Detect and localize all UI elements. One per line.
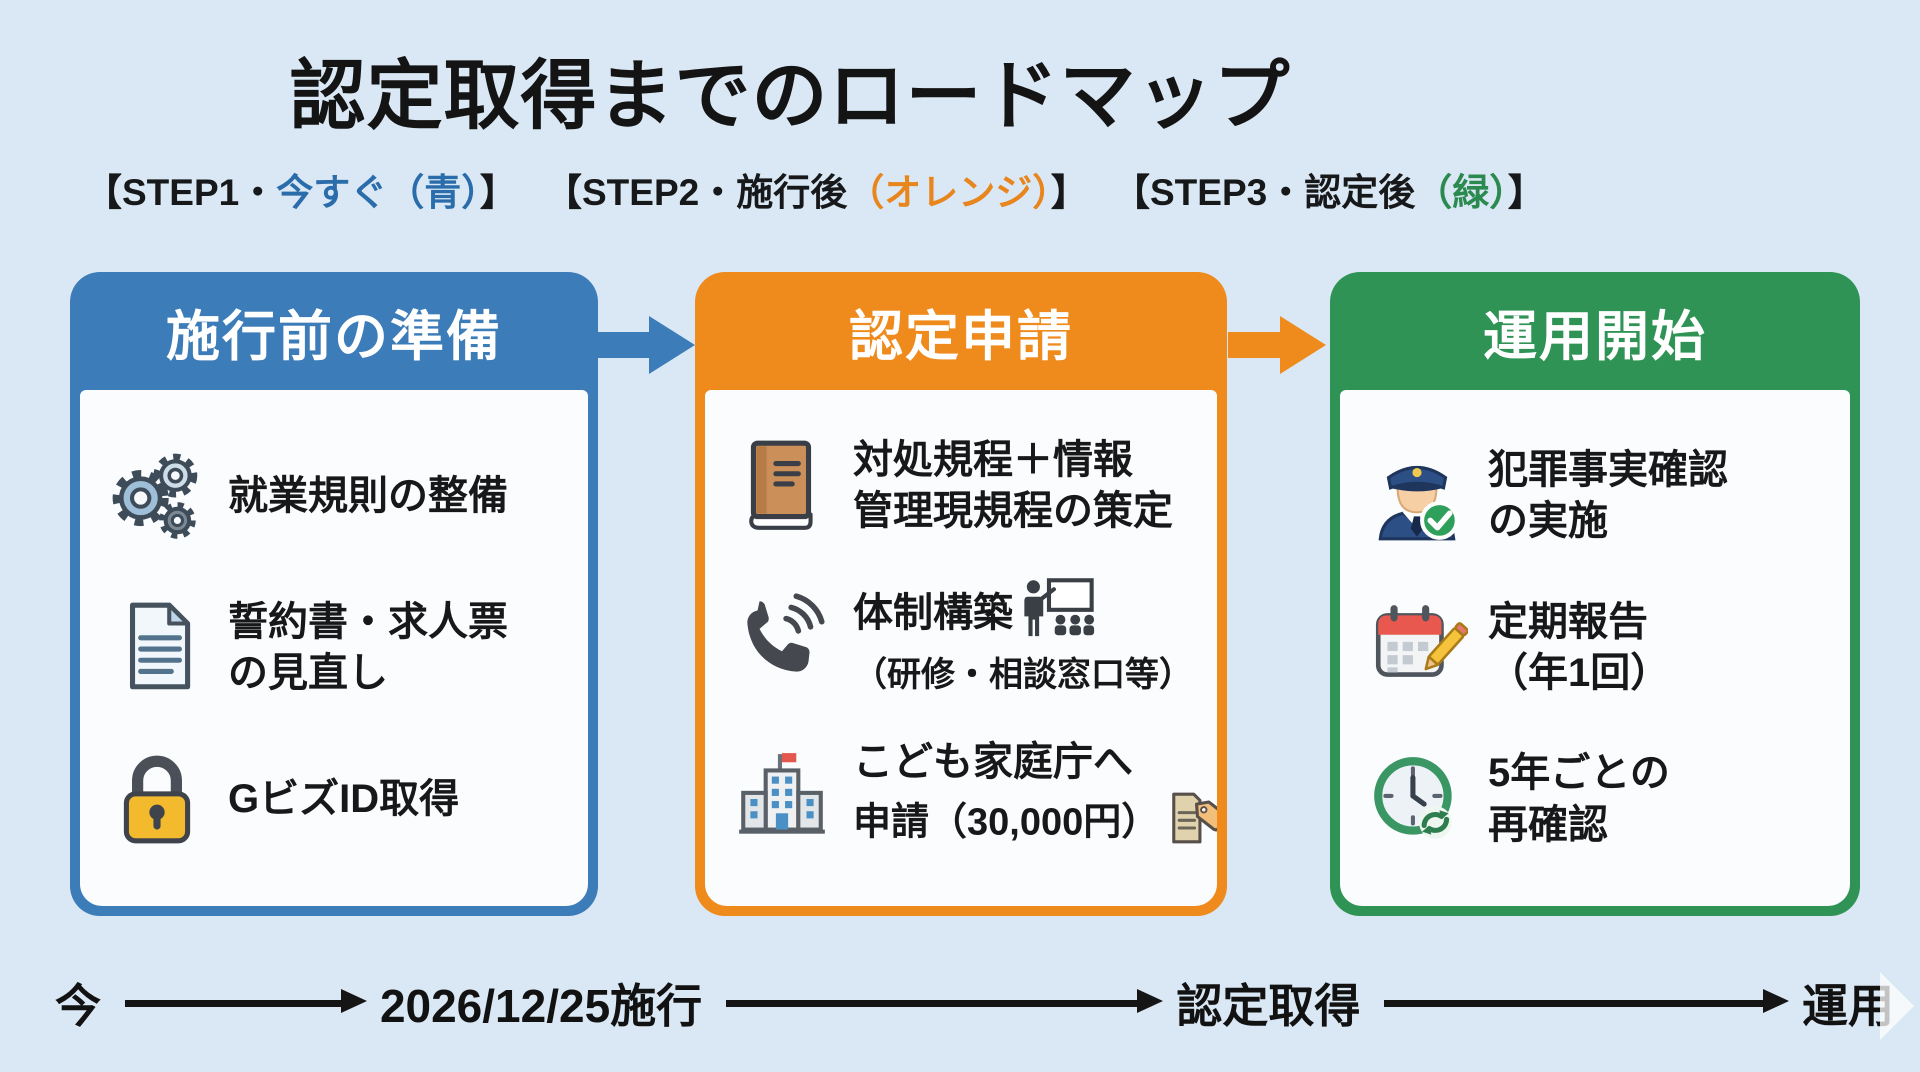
step1-body: 就業規則の整備 誓約書・求人票 の見直し <box>80 390 588 906</box>
item-label: の実施 <box>1488 499 1608 544</box>
item-label: 5年ごとの <box>1488 751 1670 796</box>
step1-label-suffix: 】 <box>479 172 517 213</box>
step2-label: 【STEP2・施行後（オレンジ）】 <box>545 162 1088 216</box>
list-item: 定期報告 （年1回） <box>1364 597 1838 699</box>
step2-body: 対処規程＋情報 管理現規程の策定 体制構築 <box>705 390 1217 906</box>
timeline-point: 認定取得 <box>1176 980 1361 1032</box>
item-label: 体制構築 <box>853 591 1013 636</box>
building-icon <box>729 748 835 850</box>
item-label: 対処規程＋情報 <box>853 438 1133 483</box>
lock-icon <box>104 749 210 851</box>
step2-label-prefix: 【STEP2・施行後 <box>545 172 848 213</box>
arrow-right-icon <box>597 316 695 374</box>
item-label: 再確認 <box>1488 802 1608 847</box>
step1-label-prefix: 【STEP1・ <box>85 172 277 213</box>
item-label: の見直し <box>228 651 388 695</box>
list-item: 対処規程＋情報 管理現規程の策定 <box>729 435 1205 537</box>
documents-tag-icon <box>1167 788 1217 861</box>
document-icon <box>104 597 210 699</box>
arrow-right-icon <box>1384 988 1789 1013</box>
list-item: こども家庭庁へ 申請（30,000円） <box>729 737 1217 861</box>
calendar-pencil-icon <box>1364 597 1470 699</box>
item-label: （研修・相談窓口等） <box>853 656 1193 695</box>
police-officer-check-icon <box>1364 445 1470 547</box>
step2-box: 認定申請 対処規程＋情報 管理現規程の策定 <box>695 272 1227 916</box>
step1-box: 施行前の準備 就業規則の整備 <box>70 272 598 916</box>
step1-label: 【STEP1・今すぐ（青）】 <box>85 162 517 216</box>
arrow-right-icon <box>1228 316 1326 374</box>
step3-label-prefix: 【STEP3・認定後 <box>1113 172 1416 213</box>
step3-body: 犯罪事実確認 の実施 <box>1340 390 1850 906</box>
step3-label: 【STEP3・認定後（緑）】 <box>1113 162 1545 216</box>
step3-header: 運用開始 <box>1483 306 1707 367</box>
list-item: GビズID取得 <box>104 749 576 851</box>
step3-label-accent: （緑） <box>1415 172 1508 213</box>
step2-label-suffix: 】 <box>1050 172 1088 213</box>
item-label: 犯罪事実確認 <box>1488 448 1728 493</box>
timeline-point: 今 <box>55 980 101 1032</box>
arrow-right-icon <box>726 988 1164 1013</box>
step2-header: 認定申請 <box>849 306 1073 367</box>
item-label: GビズID取得 <box>228 777 460 821</box>
white-chevron-icon <box>1880 972 1914 1040</box>
timeline-point: 2026/12/25施行 <box>379 980 703 1032</box>
gears-icon <box>104 445 210 547</box>
item-label: こども家庭庁へ <box>853 739 1133 784</box>
item-label: 申請（30,000円） <box>853 801 1160 844</box>
book-icon <box>729 435 835 537</box>
step1-header: 施行前の準備 <box>166 306 502 367</box>
step1-label-accent: 今すぐ（青） <box>276 172 480 213</box>
list-item: 犯罪事実確認 の実施 <box>1364 445 1838 547</box>
list-item: 就業規則の整備 <box>104 445 576 547</box>
timeline: 今 2026/12/25施行 認定取得 運用 <box>55 963 1894 1043</box>
step2-label-accent: （オレンジ） <box>847 172 1051 213</box>
page-title: 認定取得までのロードマップ <box>289 54 1291 139</box>
clock-renewal-icon <box>1364 749 1470 851</box>
item-label: 管理現規程の策定 <box>853 489 1173 534</box>
step3-label-suffix: 】 <box>1507 172 1545 213</box>
item-label: （年1回） <box>1488 651 1671 695</box>
step3-box: 運用開始 犯罪事実確認 の実施 <box>1330 272 1860 916</box>
item-label: 定期報告 <box>1488 599 1648 644</box>
item-label: 誓約書・求人票 <box>228 599 508 644</box>
training-icon <box>1021 577 1095 654</box>
arrow-right-icon <box>125 988 367 1013</box>
phone-icon <box>729 586 835 688</box>
list-item: 誓約書・求人票 の見直し <box>104 597 576 699</box>
timeline-point: 運用 <box>1802 980 1894 1032</box>
list-item: 体制構築 （研修・相談窓口等） <box>729 577 1205 698</box>
list-item: 5年ごとの 再確認 <box>1364 748 1838 850</box>
item-label: 就業規則の整備 <box>228 473 508 518</box>
